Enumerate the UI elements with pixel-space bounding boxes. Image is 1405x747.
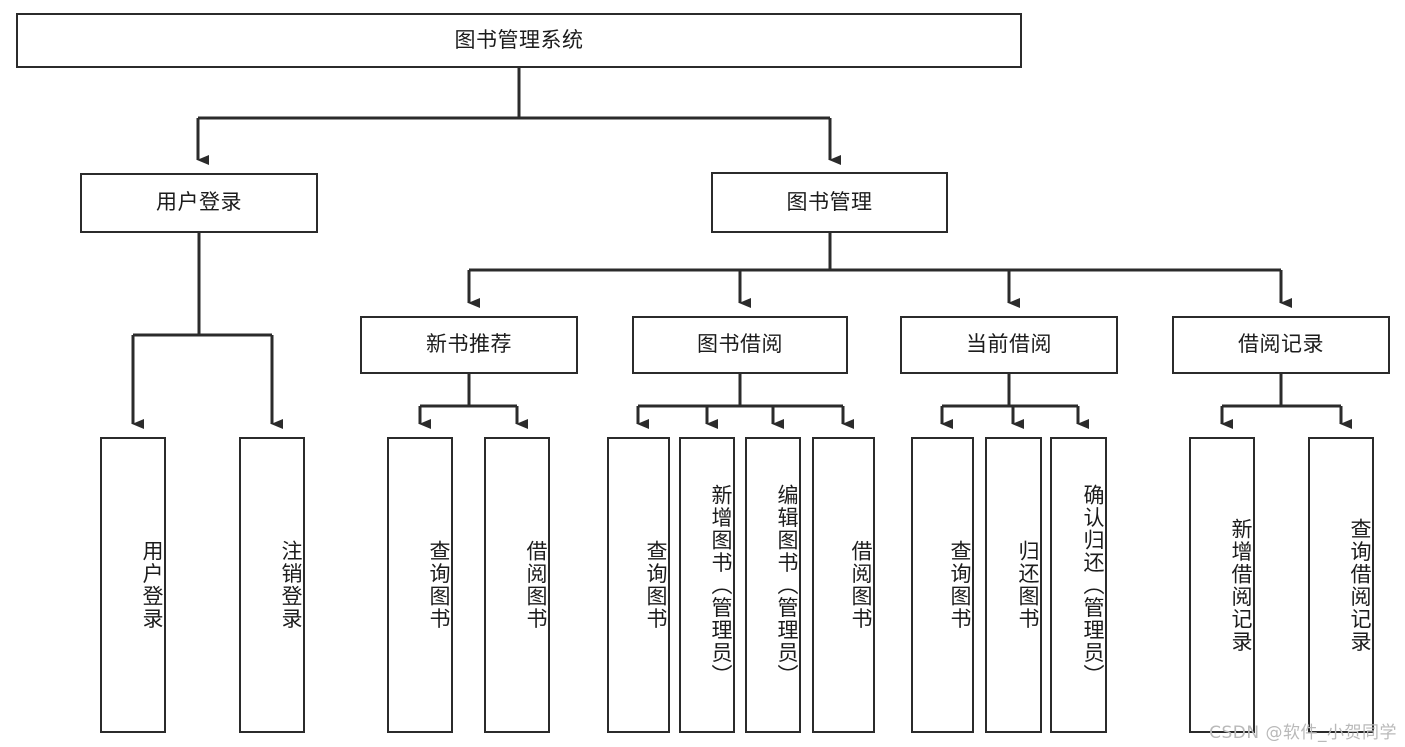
node-label: 编辑图书（管理员）	[775, 483, 799, 687]
node-label: 图书管理	[786, 189, 873, 214]
node-new-book-recommend[interactable]: 新书推荐	[360, 316, 578, 374]
leaf-query-book-recommend[interactable]: 查询图书	[387, 437, 453, 733]
leaf-query-book-borrow[interactable]: 查询图书	[607, 437, 670, 733]
node-label: 查询图书	[948, 540, 972, 630]
node-label: 图书借阅	[697, 332, 783, 357]
node-label: 当前借阅	[966, 332, 1052, 357]
leaf-add-borrow-record[interactable]: 新增借阅记录	[1189, 437, 1255, 733]
node-label: 查询图书	[427, 540, 451, 630]
leaf-user-login[interactable]: 用户登录	[100, 437, 166, 733]
node-current-borrow[interactable]: 当前借阅	[900, 316, 1118, 374]
leaf-borrow-book-recommend[interactable]: 借阅图书	[484, 437, 550, 733]
leaf-add-book[interactable]: 新增图书（管理员）	[679, 437, 735, 733]
node-label: 查询借阅记录	[1348, 517, 1372, 653]
leaf-borrow-book[interactable]: 借阅图书	[812, 437, 875, 733]
node-borrow-record[interactable]: 借阅记录	[1172, 316, 1390, 374]
node-label: 借阅图书	[524, 540, 548, 630]
leaf-query-borrow-record[interactable]: 查询借阅记录	[1308, 437, 1374, 733]
node-label: 借阅记录	[1238, 332, 1324, 357]
node-label: 用户登录	[156, 190, 242, 215]
leaf-edit-book[interactable]: 编辑图书（管理员）	[745, 437, 801, 733]
node-label: 用户登录	[140, 540, 164, 630]
node-label: 查询图书	[644, 540, 668, 630]
node-book-borrow[interactable]: 图书借阅	[632, 316, 848, 374]
node-label: 图书管理系统	[454, 27, 584, 52]
leaf-confirm-return[interactable]: 确认归还（管理员）	[1050, 437, 1107, 733]
leaf-logout[interactable]: 注销登录	[239, 437, 305, 733]
node-label: 注销登录	[279, 540, 303, 630]
node-label: 新增图书（管理员）	[709, 483, 733, 687]
node-label: 借阅图书	[849, 540, 873, 630]
node-root[interactable]: 图书管理系统	[16, 13, 1022, 68]
node-user-login[interactable]: 用户登录	[80, 173, 318, 233]
leaf-query-book-current[interactable]: 查询图书	[911, 437, 974, 733]
node-label: 归还图书	[1016, 540, 1040, 630]
node-label: 确认归还（管理员）	[1081, 483, 1105, 687]
node-label: 新增借阅记录	[1229, 517, 1253, 653]
node-book-management[interactable]: 图书管理	[711, 172, 948, 233]
node-label: 新书推荐	[426, 332, 512, 357]
leaf-return-book[interactable]: 归还图书	[985, 437, 1042, 733]
